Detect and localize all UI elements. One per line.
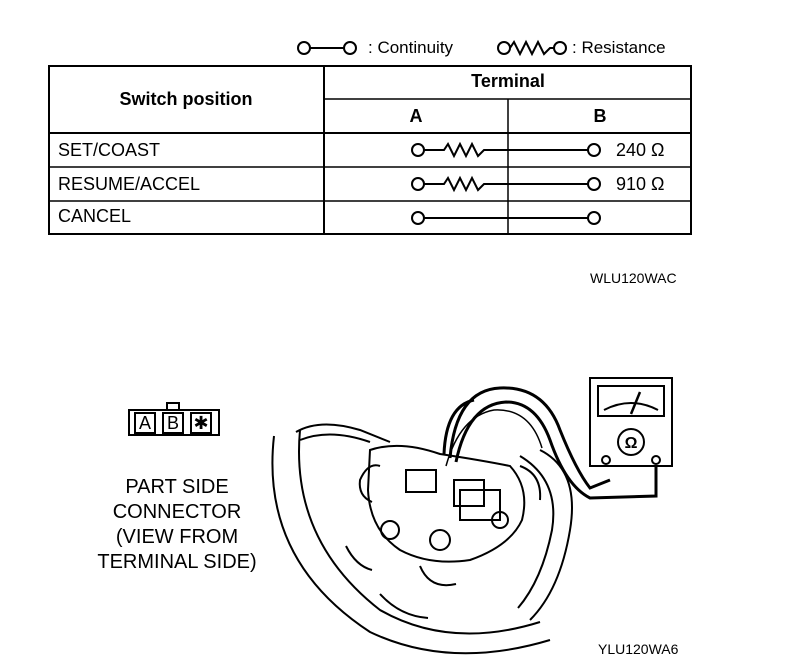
terminal-a: A bbox=[134, 412, 156, 434]
continuity-connection-icon bbox=[411, 211, 601, 225]
resistance-value-240: 240 Ω bbox=[616, 140, 665, 160]
terminal-b-header: B bbox=[593, 106, 607, 126]
connector-body bbox=[128, 409, 220, 436]
caption-line: (VIEW FROM bbox=[115, 526, 239, 548]
ohmmeter-icon bbox=[589, 377, 673, 467]
resistance-legend-label: : Resistance bbox=[572, 38, 666, 57]
continuity-legend-label: : Continuity bbox=[368, 38, 454, 57]
continuity-table: Switch position Terminal A B SET/COAST 2… bbox=[48, 65, 692, 235]
terminal-a-header: A bbox=[409, 106, 423, 126]
continuity-legend-icon bbox=[297, 41, 357, 55]
steering-wheel-illustration: Ω bbox=[271, 377, 673, 655]
switch-position-header: Switch position bbox=[119, 89, 253, 109]
terminal-header: Terminal bbox=[471, 71, 545, 91]
caption-line: TERMINAL SIDE) bbox=[97, 551, 257, 573]
caption-line: CONNECTOR bbox=[112, 501, 242, 523]
terminal-unused: ✱ bbox=[190, 412, 212, 434]
row-label-cancel: CANCEL bbox=[58, 206, 132, 226]
resistance-legend-icon bbox=[497, 39, 567, 57]
ohm-symbol: Ω bbox=[625, 435, 638, 452]
terminal-b: B bbox=[162, 412, 184, 434]
resistance-connection-icon bbox=[411, 141, 601, 159]
resistance-connection-icon bbox=[411, 175, 601, 193]
connector-latch bbox=[166, 402, 180, 410]
table-grid bbox=[48, 65, 692, 235]
connector-diagram: A B ✱ bbox=[128, 402, 220, 436]
row-label-set-coast: SET/COAST bbox=[58, 140, 161, 160]
row-label-resume-accel: RESUME/ACCEL bbox=[58, 174, 201, 194]
figure-code: YLU120WA6 bbox=[598, 641, 679, 657]
table-figure-code: WLU120WAC bbox=[590, 270, 677, 286]
resistance-value-910: 910 Ω bbox=[616, 174, 665, 194]
connector-caption: PART SIDE CONNECTOR (VIEW FROM TERMINAL … bbox=[82, 475, 272, 575]
caption-line: PART SIDE bbox=[125, 476, 229, 498]
